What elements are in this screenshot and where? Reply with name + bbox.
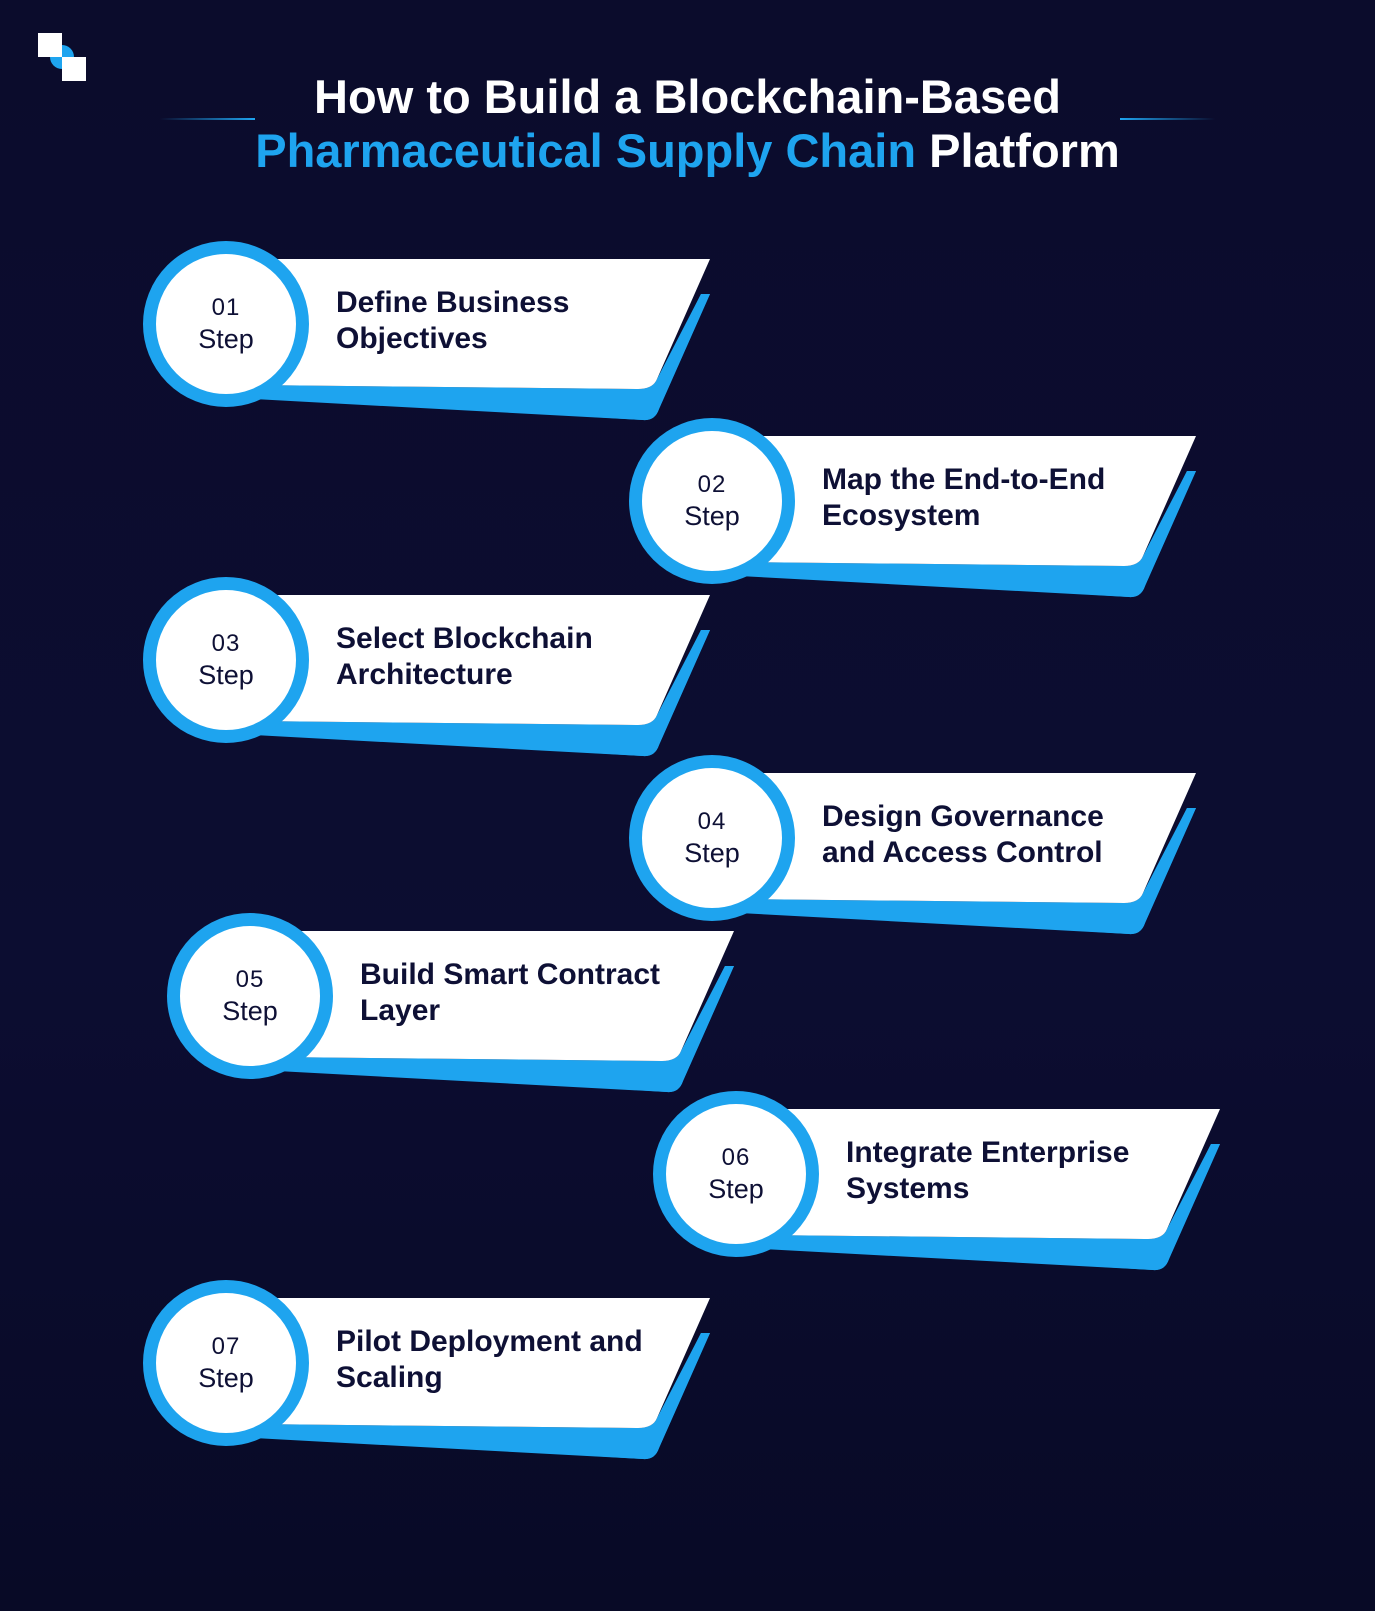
step-number: 02 xyxy=(697,471,727,498)
title-tail: Platform xyxy=(929,124,1120,177)
step-title: Integrate Enterprise Systems xyxy=(846,1136,1130,1205)
step-card-6: 06 Step Integrate Enterprise Systems xyxy=(653,1091,1223,1286)
title-rule-right xyxy=(1120,118,1215,120)
step-title: Define Business Objectives xyxy=(336,286,570,355)
step-badge: 07 Step xyxy=(143,1280,309,1446)
title-rule-left xyxy=(160,118,255,120)
step-card-4: 04 Step Design Governance and Access Con… xyxy=(629,755,1199,950)
step-card-7: 07 Step Pilot Deployment and Scaling xyxy=(143,1280,713,1475)
step-number: 05 xyxy=(235,966,265,993)
step-label: Step xyxy=(222,996,278,1026)
step-label: Step xyxy=(684,838,740,868)
step-badge: 03 Step xyxy=(143,577,309,743)
step-label: Step xyxy=(198,1363,254,1393)
step-number: 07 xyxy=(211,1333,241,1360)
step-label: Step xyxy=(684,501,740,531)
title-line1: How to Build a Blockchain-Based xyxy=(314,70,1061,123)
step-number: 06 xyxy=(721,1144,751,1171)
step-badge: 02 Step xyxy=(629,418,795,584)
step-label: Step xyxy=(708,1174,764,1204)
step-card-3: 03 Step Select Blockchain Architecture xyxy=(143,577,713,772)
page-title: How to Build a Blockchain-Based Pharmace… xyxy=(0,70,1375,178)
step-number: 04 xyxy=(697,808,727,835)
step-number: 01 xyxy=(211,294,241,321)
step-title: Build Smart Contract Layer xyxy=(360,958,661,1027)
title-accent: Pharmaceutical Supply Chain xyxy=(255,124,917,177)
step-title: Select Blockchain Architecture xyxy=(336,622,593,691)
step-card-2: 02 Step Map the End-to-End Ecosystem xyxy=(629,418,1199,613)
step-badge: 01 Step xyxy=(143,241,309,407)
step-card-5: 05 Step Build Smart Contract Layer xyxy=(167,913,737,1108)
step-card-1: 01 Step Define Business Objectives xyxy=(143,241,713,436)
step-label: Step xyxy=(198,660,254,690)
brand-logo-icon xyxy=(38,33,86,81)
step-number: 03 xyxy=(211,630,241,657)
step-title: Pilot Deployment and Scaling xyxy=(336,1325,643,1394)
step-title: Design Governance and Access Control xyxy=(822,800,1104,869)
step-label: Step xyxy=(198,324,254,354)
step-badge: 04 Step xyxy=(629,755,795,921)
step-title: Map the End-to-End Ecosystem xyxy=(822,463,1106,532)
step-badge: 05 Step xyxy=(167,913,333,1079)
step-badge: 06 Step xyxy=(653,1091,819,1257)
